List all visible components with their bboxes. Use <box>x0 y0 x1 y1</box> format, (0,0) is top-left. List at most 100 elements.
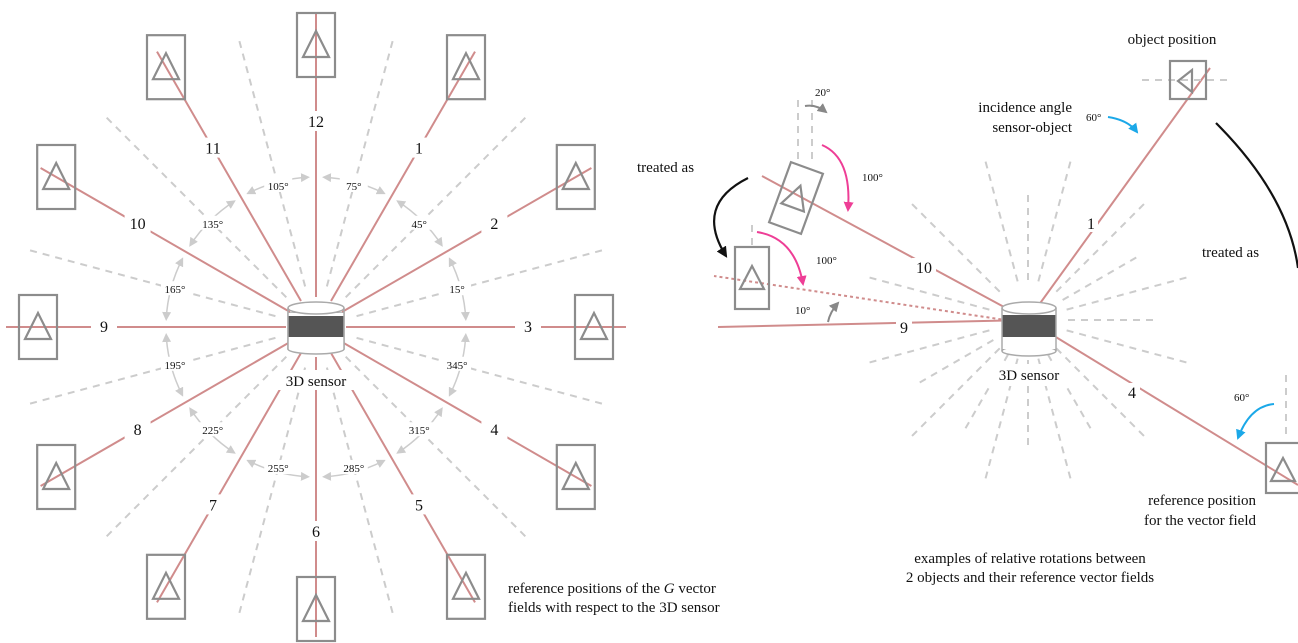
incidence-angle-line1: incidence angle <box>978 100 1072 116</box>
sector-boundary-dash <box>344 355 527 538</box>
direction-number-7: 7 <box>209 497 217 514</box>
right-ray-10 <box>761 175 1029 321</box>
sector-boundary-dash <box>325 367 394 614</box>
sector-angle-label: 285° <box>343 463 364 475</box>
right-ray-4 <box>1027 319 1298 486</box>
treated-object-box <box>733 245 771 311</box>
reference-object-1 <box>445 34 487 101</box>
right-sector-dash <box>1055 347 1146 438</box>
sector-angle-label: 15° <box>449 284 464 296</box>
right-sector-dash <box>868 276 990 311</box>
sector-boundary-dash <box>238 40 307 287</box>
sector-boundary-dash <box>29 336 276 405</box>
right-ray-labels: 1 10 9 4 <box>896 214 1140 402</box>
reference-object-10 <box>36 143 77 211</box>
right-caption-line2: 2 objects and their reference vector fie… <box>906 570 1154 586</box>
angle-60-top-label: 60° <box>1086 112 1101 124</box>
right-ray-9 <box>717 319 1029 328</box>
reference-object-2 <box>555 143 596 211</box>
right-sector-dash <box>984 160 1019 282</box>
sector-angle-label: 75° <box>346 181 361 193</box>
right-sector-dash <box>1037 358 1072 480</box>
right-sector-dash <box>910 347 1001 438</box>
direction-number-10: 10 <box>130 216 146 233</box>
right-direction-dash <box>1062 254 1142 301</box>
direction-number-3: 3 <box>524 319 532 336</box>
direction-number-6: 6 <box>312 524 320 541</box>
treated-as-left-label: treated as <box>637 160 694 176</box>
direction-number-5: 5 <box>415 497 423 514</box>
direction-number-2: 2 <box>490 216 498 233</box>
right-objects <box>733 59 1298 495</box>
sector-angle-label: 105° <box>268 181 289 193</box>
right-ray-1 <box>1027 67 1211 321</box>
object-position-label: object position <box>1128 32 1217 48</box>
sector-angle-label: 195° <box>165 360 186 372</box>
treated-as-left-arrow <box>713 177 749 258</box>
magenta-100-bottom-arrow <box>756 231 807 286</box>
direction-ray-7 <box>156 352 302 603</box>
angle-100-bottom-label: 100° <box>816 255 837 267</box>
direction-number-4: 4 <box>490 422 498 439</box>
sensor-band <box>1002 315 1056 337</box>
right-ray-label-9: 9 <box>900 320 908 337</box>
left-sensor-label: 3D sensor <box>286 374 346 390</box>
reference-object-9 <box>17 293 59 361</box>
right-rotation-arrows <box>713 103 1298 440</box>
right-sector-dash <box>1066 276 1188 311</box>
rotation-10-arrow <box>827 301 840 323</box>
right-sensor-label: 3D sensor <box>999 368 1059 384</box>
direction-ray-1 <box>330 51 476 302</box>
reference-object-11 <box>145 34 187 101</box>
left-caption-line1: reference positions of the G vector <box>508 581 716 597</box>
left-sensor-label-bg <box>276 370 358 390</box>
sector-angle-label: 345° <box>447 360 468 372</box>
direction-number-1: 1 <box>415 141 423 158</box>
blue-60-top-arrow <box>1107 116 1139 134</box>
right-sector-dashes <box>868 160 1188 480</box>
treated-as-right-arc <box>1215 122 1298 269</box>
sensor-band <box>288 316 344 337</box>
right-direction-dash <box>914 339 994 386</box>
left-reference-objects <box>17 11 615 643</box>
sector-boundary-dash <box>344 116 527 299</box>
direction-ray-8 <box>40 341 291 487</box>
left-direction-rays <box>6 14 626 637</box>
sector-angle-label: 225° <box>202 425 223 437</box>
right-sector-dash <box>868 329 990 364</box>
right-caption-line1: examples of relative rotations between <box>914 551 1146 567</box>
sector-boundary-dash <box>325 40 394 287</box>
left-caption-line2: fields with respect to the 3D sensor <box>508 600 720 616</box>
object-position-box <box>1168 59 1208 101</box>
right-sector-dash <box>984 358 1019 480</box>
angle-100-top-label: 100° <box>862 172 883 184</box>
reference-object-3 <box>573 293 615 361</box>
sector-boundary-dash <box>356 249 603 318</box>
rotation-20-arrow <box>804 103 828 114</box>
right-guide-dashes <box>751 79 1287 440</box>
right-sensor <box>1001 301 1057 357</box>
sector-angle-label: 315° <box>409 425 430 437</box>
right-ray-label-1: 1 <box>1087 216 1095 233</box>
reference-position-line1: reference position <box>1148 493 1256 509</box>
reference-object-7 <box>145 553 187 620</box>
sector-angle-label: 165° <box>165 284 186 296</box>
right-sector-dash <box>1055 202 1146 293</box>
reference-object-6 <box>295 575 337 643</box>
right-panel: 1 10 9 4 3D sensor treated as treated as… <box>637 32 1298 586</box>
sector-boundary-dash <box>105 116 288 299</box>
reference-object-5 <box>445 553 487 620</box>
direction-number-11: 11 <box>205 141 220 158</box>
sector-angle-label: 255° <box>268 463 289 475</box>
sector-angle-label: 135° <box>202 219 223 231</box>
reference-object-8 <box>36 443 77 511</box>
direction-ray-10 <box>40 167 291 313</box>
left-sector-angle-labels: 15°45°75°105°135°165°195°225°255°285°315… <box>160 177 472 475</box>
sector-boundary-dash <box>105 355 288 538</box>
direction-number-8: 8 <box>134 422 142 439</box>
angle-20-label: 20° <box>815 87 830 99</box>
reference-position-box <box>1264 441 1298 495</box>
